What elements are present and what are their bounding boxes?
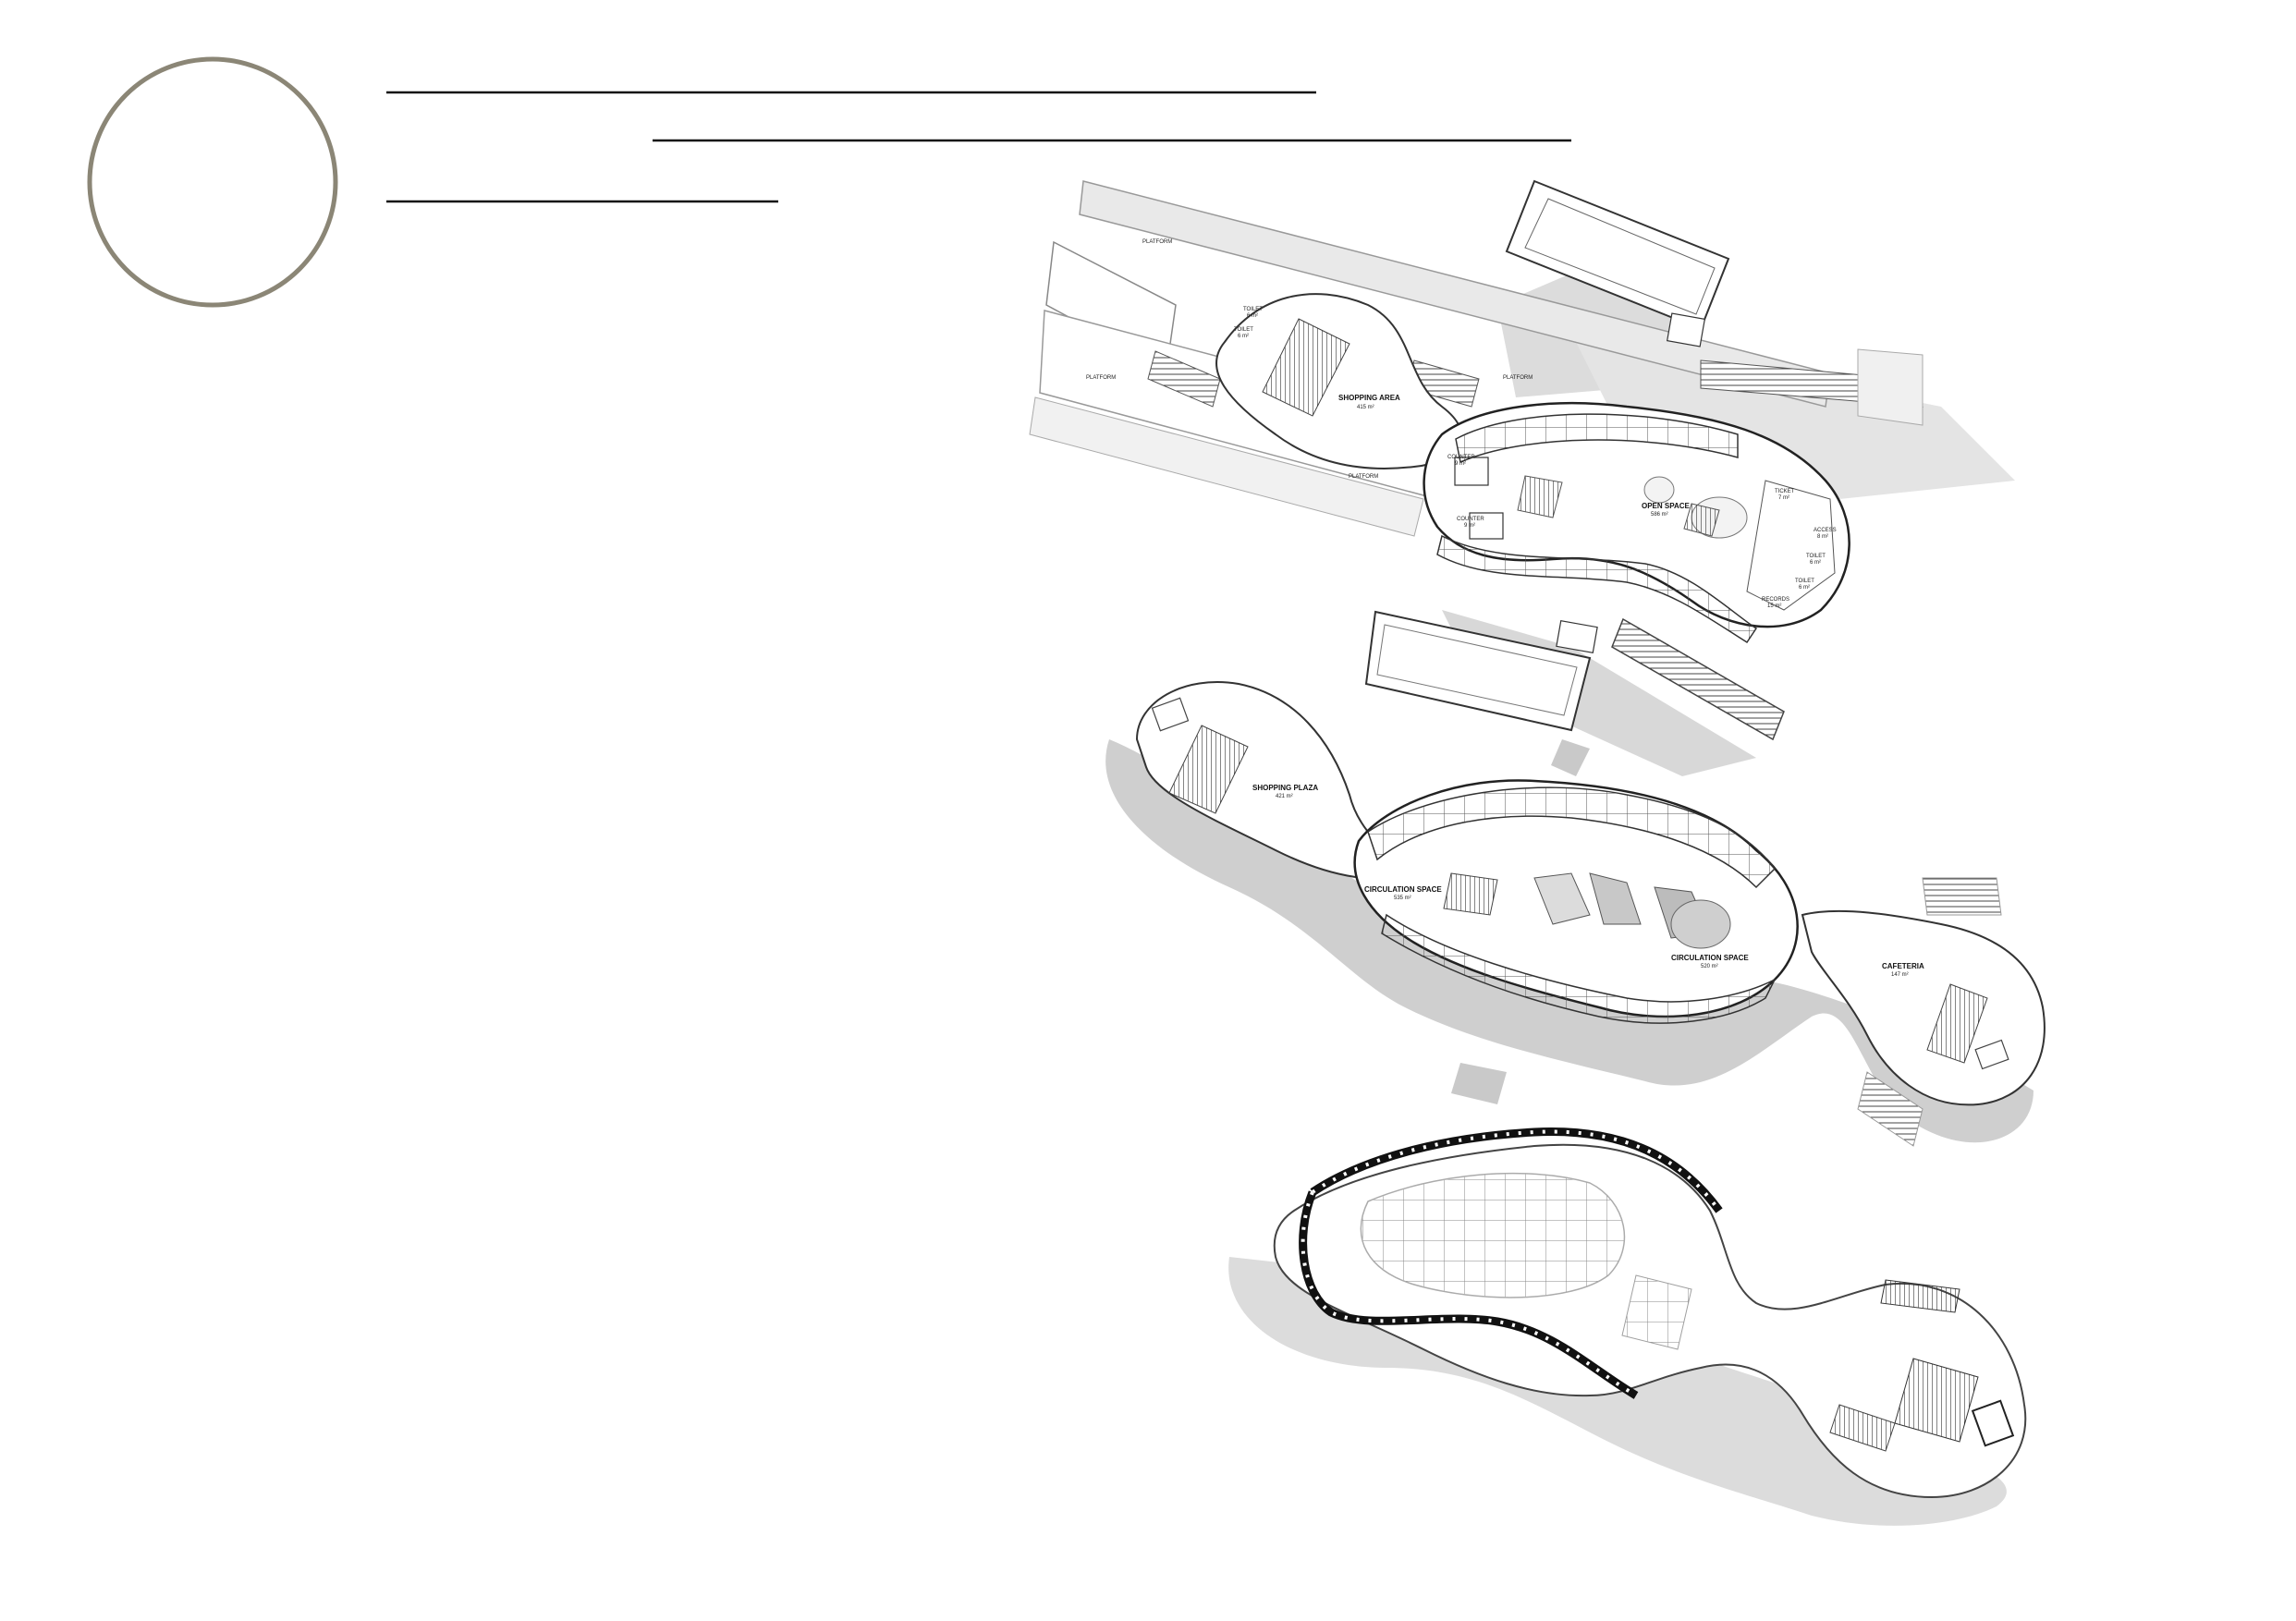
label-counter-2-area: 9 m² [1464, 523, 1475, 529]
upper-floor-plan: SHOPPING PLAZA 421 m² CIRCULATION SPACE … [1105, 681, 2046, 1147]
roof-structure-plan [1228, 1127, 2027, 1526]
label-circulation-1: CIRCULATION SPACE [1364, 885, 1442, 894]
label-platform-1: PLATFORM [1142, 239, 1172, 245]
label-records-area: 15 m² [1767, 603, 1781, 609]
ground-floor-plan: PLATFORM PLATFORM PLATFORM PLATFORM TOIL… [1029, 179, 2015, 776]
label-toilet-1: TOILET [1243, 307, 1263, 312]
label-open-space: OPEN SPACE [1642, 502, 1691, 510]
label-shopping-area-size: 415 m² [1357, 405, 1374, 410]
label-cafeteria-area: 147 m² [1891, 972, 1909, 978]
label-cafeteria: CAFETERIA [1882, 962, 1924, 970]
label-toilet-4: TOILET [1795, 579, 1814, 584]
label-counter-1: COUNTER [1447, 455, 1475, 460]
label-access-area: 8 m² [1817, 534, 1828, 540]
label-counter-1-area: 9 m² [1455, 461, 1466, 467]
label-toilet-4-area: 6 m² [1799, 585, 1810, 591]
label-open-space-area: 586 m² [1651, 512, 1668, 518]
label-counter-2: COUNTER [1457, 517, 1484, 522]
label-circulation-2: CIRCULATION SPACE [1671, 954, 1749, 962]
label-ticket-area: 7 m² [1778, 495, 1789, 501]
label-shopping-plaza: SHOPPING PLAZA [1252, 784, 1318, 792]
label-ticket: TICKET [1775, 489, 1795, 494]
label-toilet-3: TOILET [1806, 554, 1826, 559]
sheet-emblem-circle [87, 56, 338, 308]
label-platform-2: PLATFORM [1086, 375, 1116, 381]
label-toilet-3-area: 6 m² [1810, 560, 1821, 566]
label-platform-4: PLATFORM [1349, 474, 1378, 480]
label-toilet-2: TOILET [1234, 327, 1253, 333]
label-circulation-2-area: 520 m² [1701, 964, 1718, 969]
label-access: ACCESS [1814, 528, 1837, 533]
label-platform-3: PLATFORM [1503, 375, 1533, 381]
title-block [87, 56, 1571, 308]
label-shopping-area: SHOPPING AREA [1338, 394, 1400, 402]
label-shopping-plaza-area: 421 m² [1276, 794, 1293, 799]
label-toilet-1-area: 6 m² [1247, 313, 1258, 319]
label-toilet-2-area: 6 m² [1238, 334, 1249, 339]
label-circulation-1-area: 535 m² [1394, 896, 1411, 901]
label-records: RECORDS [1762, 597, 1789, 603]
